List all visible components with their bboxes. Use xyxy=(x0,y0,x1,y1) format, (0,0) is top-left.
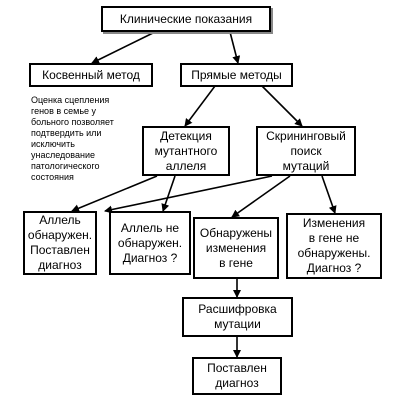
node-mutant-allele-detection: Детекция мутантного аллеля xyxy=(142,126,230,176)
node-clinical-indications: Клинические показания xyxy=(101,6,271,32)
arrow-screening-to-changes-found xyxy=(231,175,291,218)
arrow-direct-to-screening xyxy=(261,85,303,127)
node-diagnosed: Поставлен диагноз xyxy=(192,357,282,395)
indirect-method-note: Оценка сцепления генов в семье у больног… xyxy=(31,95,114,182)
arrow-detection-to-allele-found xyxy=(71,175,158,213)
arrow-direct-to-detection xyxy=(184,85,216,127)
node-allele-not-found: Аллель не обнаружен. Диагноз ? xyxy=(109,211,191,275)
arrow-detection-to-allele-not-found xyxy=(161,175,176,212)
arrow-clinical-to-direct xyxy=(229,31,241,64)
node-direct-methods: Прямые методы xyxy=(180,63,293,87)
node-mutation-screening: Скрининговый поиск мутаций xyxy=(256,126,356,176)
arrow-screening-to-changes-not-found xyxy=(321,175,337,214)
arrow-clinical-to-indirect xyxy=(91,31,156,64)
node-changes-not-found: Изменения в гене не обнаружены. Диагноз … xyxy=(286,213,382,279)
arrow-screening-to-allele-found xyxy=(104,175,273,214)
node-indirect-method: Косвенный метод xyxy=(29,63,153,87)
node-allele-found-diagnosed: Аллель обнаружен. Поставлен диагноз xyxy=(23,211,97,275)
node-changes-found: Обнаружены изменения в гене xyxy=(193,217,279,279)
node-mutation-decoding: Расшифровка мутации xyxy=(182,297,293,337)
